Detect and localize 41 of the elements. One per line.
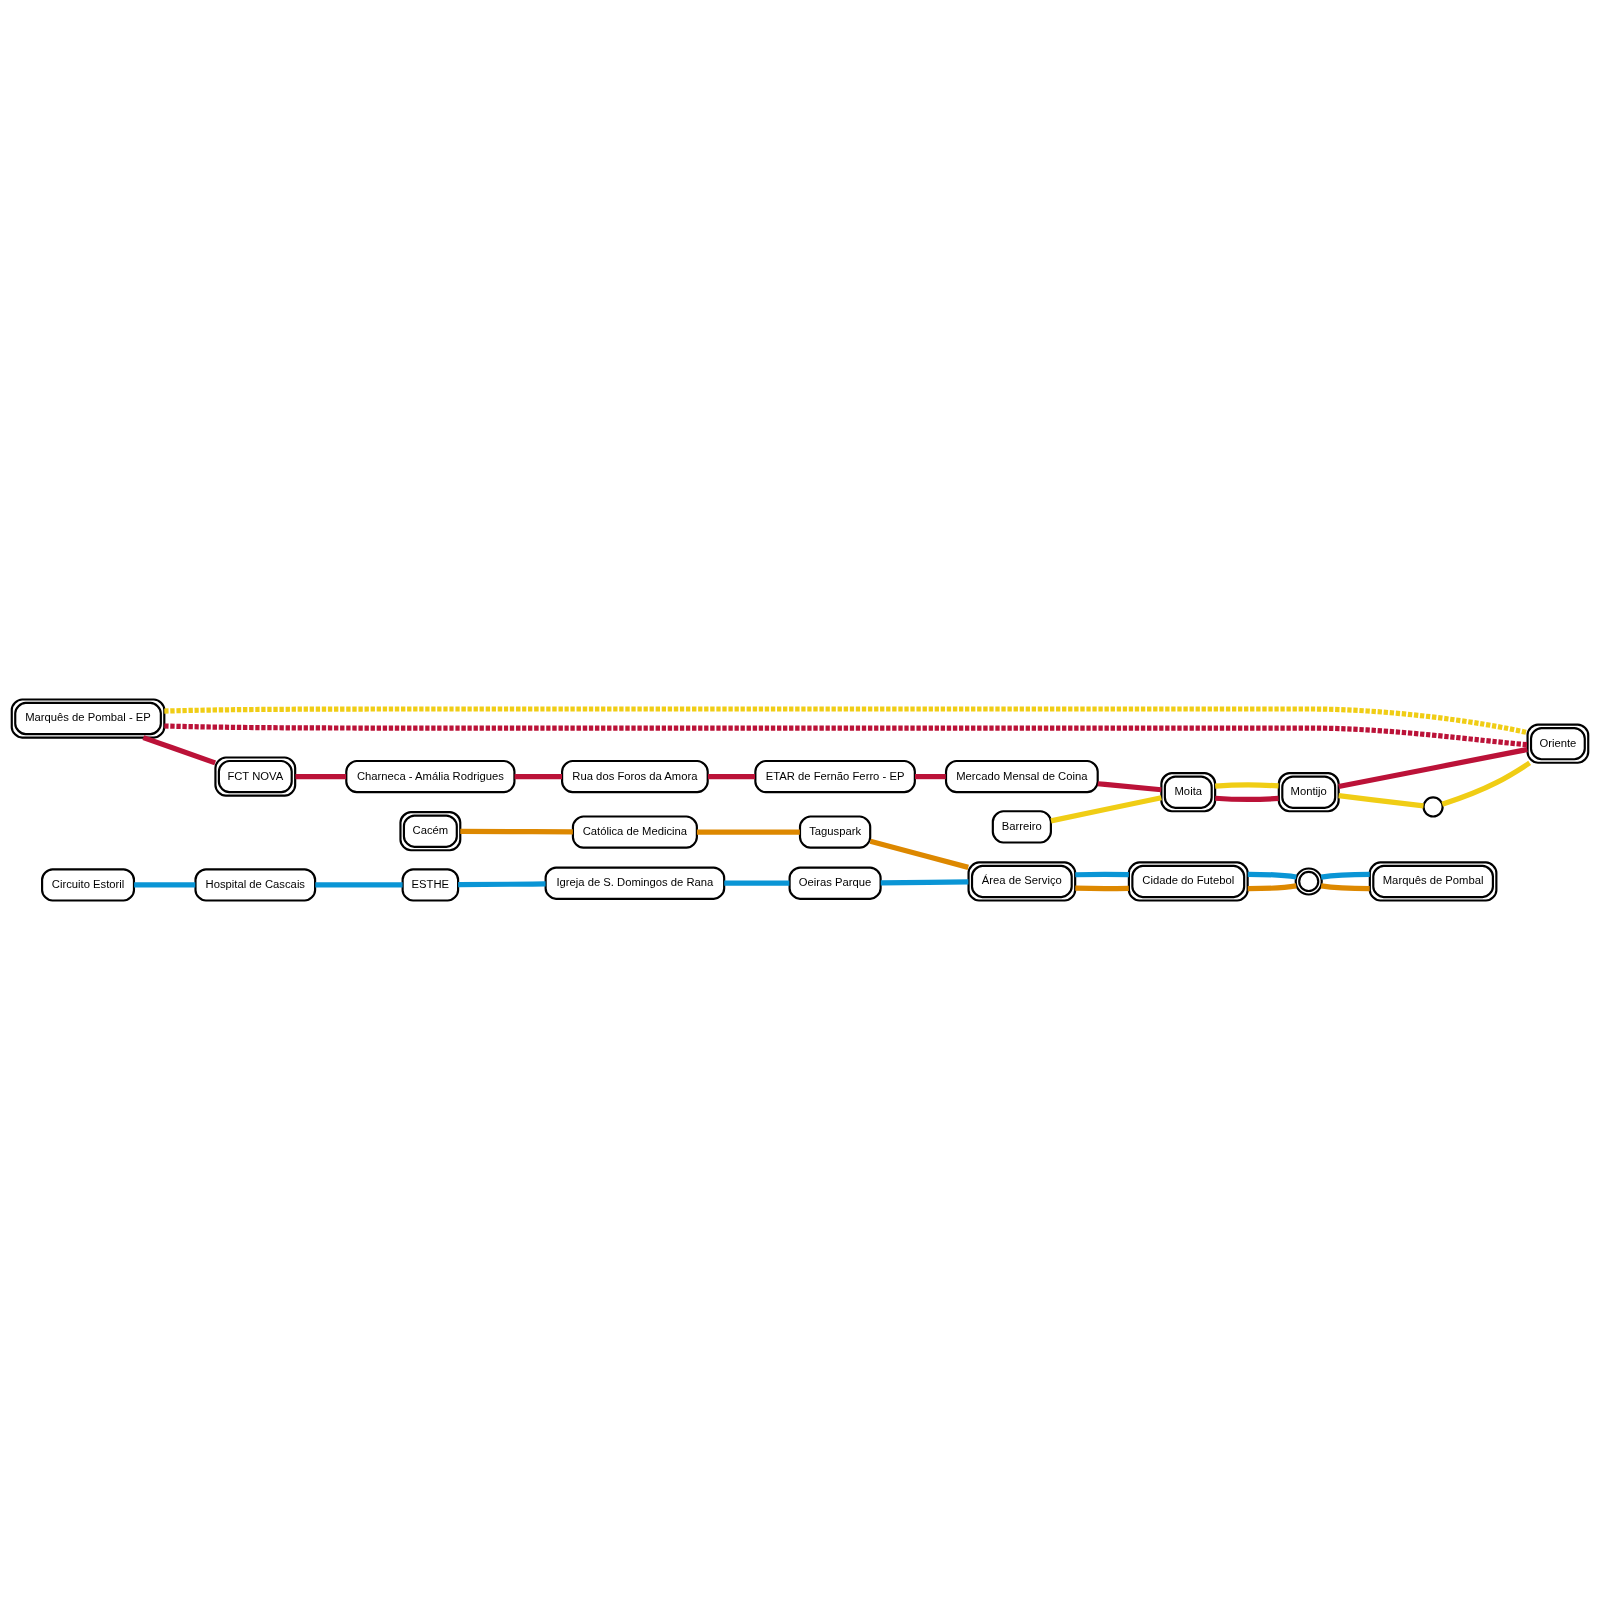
connector — [1075, 871, 1129, 878]
node-box: Barreiro — [991, 810, 1052, 844]
connector — [1338, 793, 1424, 809]
connector — [1247, 871, 1297, 880]
node-box: Mercado Mensal de Coina — [944, 759, 1099, 794]
connector — [164, 706, 1528, 736]
connector — [869, 838, 969, 870]
connector — [1215, 795, 1279, 802]
connector — [315, 882, 403, 888]
node-circle — [1422, 796, 1444, 818]
node-box: Taguspark — [798, 815, 872, 849]
connector — [880, 879, 969, 886]
node-box: ETAR de Fernão Ferro - EP — [754, 759, 916, 794]
connector — [514, 774, 562, 780]
node-box: Rua dos Foros da Amora — [561, 759, 709, 794]
connector — [1247, 883, 1297, 892]
connector — [914, 774, 946, 780]
connector — [142, 735, 217, 766]
connector — [696, 829, 800, 835]
connector — [708, 774, 756, 780]
connector — [1097, 781, 1162, 793]
connector — [1320, 871, 1370, 880]
node-box: Católica de Medicina — [571, 815, 698, 849]
node-box: Hospital de Cascais — [194, 868, 317, 902]
connector — [1320, 883, 1370, 892]
node-box: Oeiras Parque — [788, 866, 882, 900]
connector — [1075, 885, 1129, 892]
node-box: Igreja de S. Domingos de Rana — [544, 866, 726, 900]
connector — [458, 881, 546, 888]
connector — [1050, 795, 1162, 824]
node-box: Circuito Estoril — [41, 868, 136, 902]
node-box: ESTHE — [401, 868, 460, 902]
connector — [1215, 782, 1279, 789]
connector — [460, 828, 573, 835]
connector — [164, 723, 1528, 748]
connector — [724, 880, 790, 886]
node-box: Charneca - Amália Rodrigues — [345, 759, 516, 794]
connector — [295, 774, 347, 780]
connector — [1338, 746, 1528, 790]
connector — [134, 882, 196, 888]
connector — [1441, 760, 1532, 807]
